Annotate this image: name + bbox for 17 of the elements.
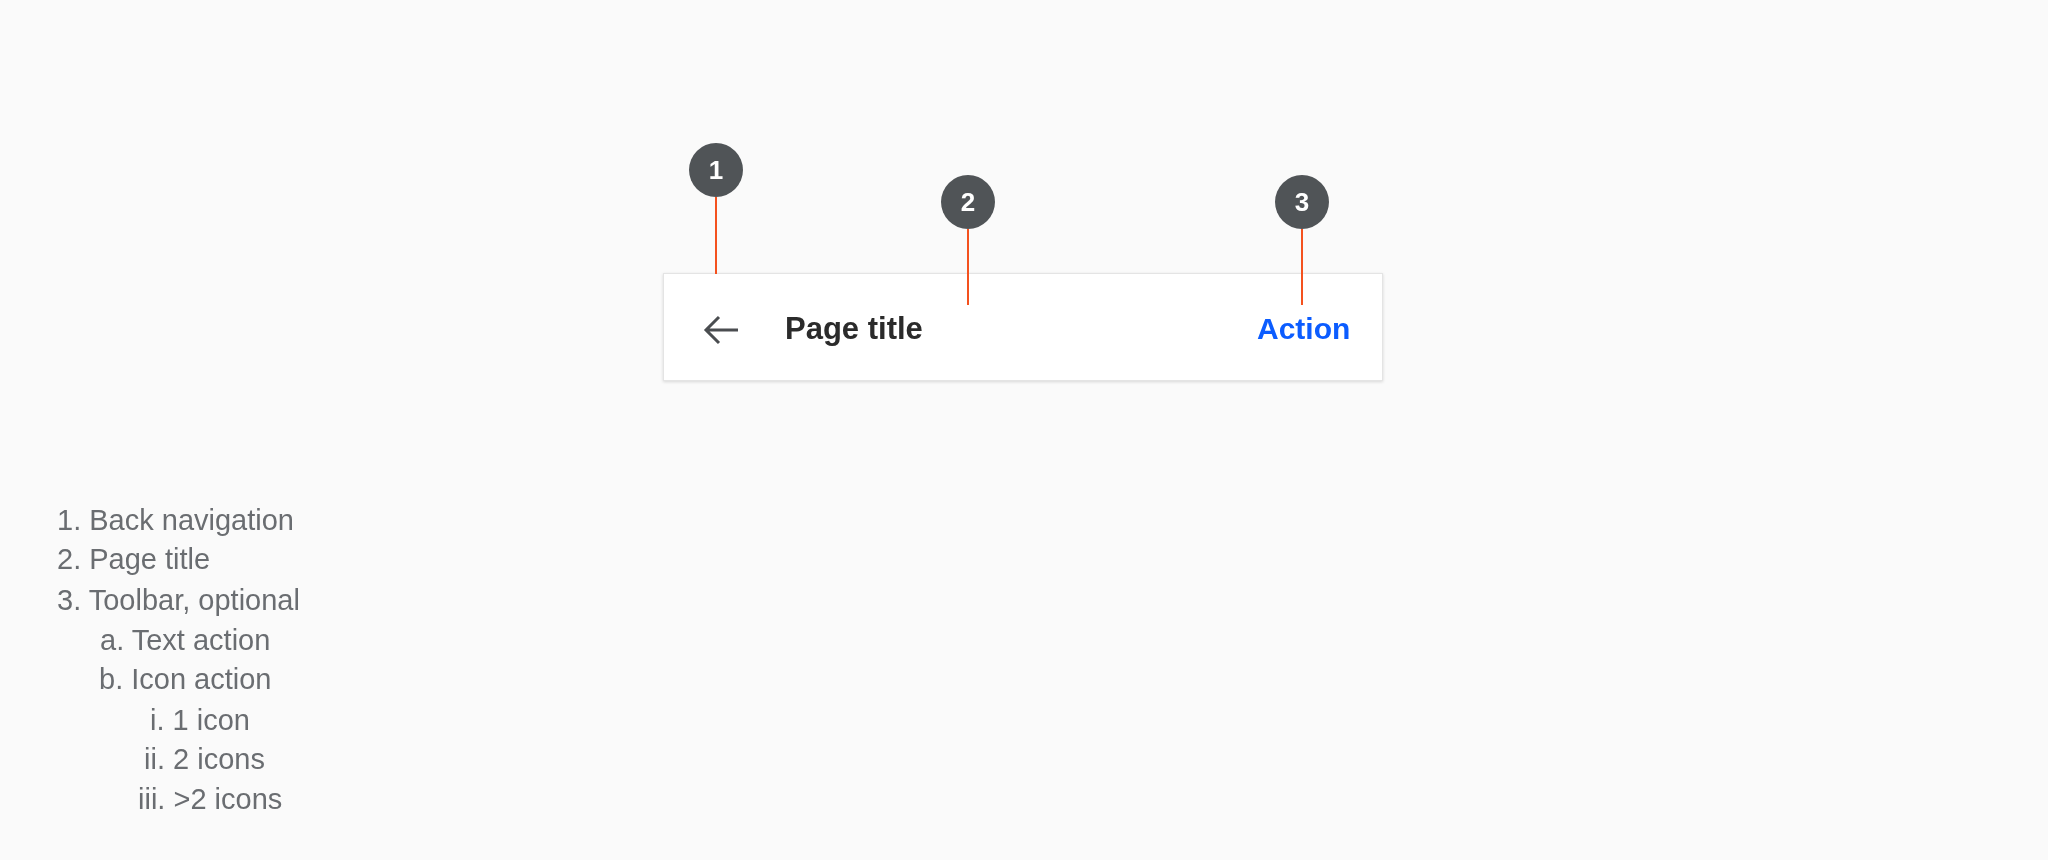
callout-number: 3 <box>1275 175 1329 229</box>
leader-line <box>1301 228 1303 306</box>
list-item: a. Text action <box>100 623 271 657</box>
leader-line <box>715 196 717 275</box>
app-bar <box>663 273 1383 381</box>
list-item: ii. 2 icons <box>144 742 265 776</box>
list-item: b. Icon action <box>99 662 272 696</box>
list-item: 1. Back navigation <box>57 503 294 537</box>
leader-line <box>967 228 969 306</box>
list-item: 3. Toolbar, optional <box>57 583 300 617</box>
list-item: i. 1 icon <box>150 703 250 737</box>
action-link: Action <box>1257 311 1351 347</box>
page-title: Page title <box>785 311 923 347</box>
callout-number: 1 <box>689 143 743 197</box>
list-item: iii. >2 icons <box>138 782 283 816</box>
callout-number: 2 <box>941 175 995 229</box>
list-item: 2. Page title <box>57 542 211 576</box>
